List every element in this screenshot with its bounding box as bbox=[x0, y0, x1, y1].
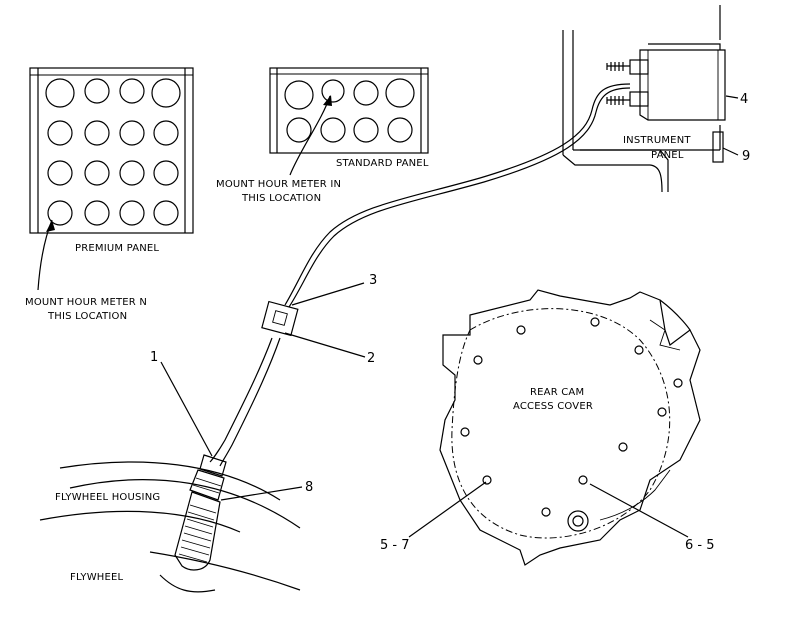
standard-mount-note-line2: THIS LOCATION bbox=[241, 193, 321, 204]
premium-mount-note-line1: MOUNT HOUR METER N bbox=[25, 297, 147, 308]
premium-mount-note-line2: THIS LOCATION bbox=[47, 311, 127, 322]
standard-mount-note: MOUNT HOUR METER IN THIS LOCATION bbox=[216, 95, 341, 204]
callout-6-5: 6 - 5 bbox=[685, 538, 715, 553]
callout-2: 2 bbox=[367, 351, 375, 366]
standard-panel-label: STANDARD PANEL bbox=[336, 158, 429, 169]
flywheel-housing: FLYWHEEL HOUSING FLYWHEEL bbox=[39, 461, 301, 593]
wiring-harness bbox=[209, 83, 631, 467]
rear-cam-label-line1: REAR CAM bbox=[530, 387, 584, 398]
instrument-panel-label-line1: INSTRUMENT bbox=[623, 135, 691, 146]
fuse-component bbox=[712, 131, 724, 163]
flywheel-housing-label: FLYWHEEL HOUSING bbox=[55, 492, 160, 503]
callout-4: 4 bbox=[740, 92, 748, 107]
hour-meter-terminals bbox=[606, 62, 630, 105]
callout-9: 9 bbox=[742, 149, 750, 164]
standard-panel: STANDARD PANEL bbox=[269, 67, 429, 169]
harness-connector bbox=[261, 300, 299, 337]
callout-numbers: 1 2 3 4 8 9 5 - 7 6 - 5 bbox=[150, 92, 750, 553]
callout-1: 1 bbox=[150, 350, 158, 365]
callout-5-7: 5 - 7 bbox=[380, 538, 410, 553]
cover-dowel bbox=[567, 510, 589, 532]
premium-panel: PREMIUM PANEL bbox=[29, 67, 194, 254]
callout-3: 3 bbox=[369, 273, 377, 288]
premium-panel-label: PREMIUM PANEL bbox=[75, 243, 159, 254]
instrument-panel-label-line2: PANEL bbox=[651, 150, 684, 161]
flywheel-label: FLYWHEEL bbox=[70, 572, 124, 583]
standard-panel-gauges bbox=[284, 78, 415, 143]
premium-panel-gauges bbox=[45, 78, 181, 226]
premium-mount-note: MOUNT HOUR METER N THIS LOCATION bbox=[25, 219, 147, 322]
callout-8: 8 bbox=[305, 480, 313, 495]
rear-cam-label-line2: ACCESS COVER bbox=[513, 401, 593, 412]
instrument-panel: INSTRUMENT PANEL bbox=[562, 5, 721, 193]
standard-mount-note-line1: MOUNT HOUR METER IN bbox=[216, 179, 341, 190]
callout-leaders bbox=[160, 95, 739, 538]
speed-sensor bbox=[174, 454, 227, 571]
cover-bolt-holes bbox=[460, 317, 683, 517]
hour-meter bbox=[606, 43, 726, 121]
sensor-threads bbox=[178, 504, 217, 563]
rear-cam-access-cover: REAR CAM ACCESS COVER bbox=[439, 289, 701, 566]
